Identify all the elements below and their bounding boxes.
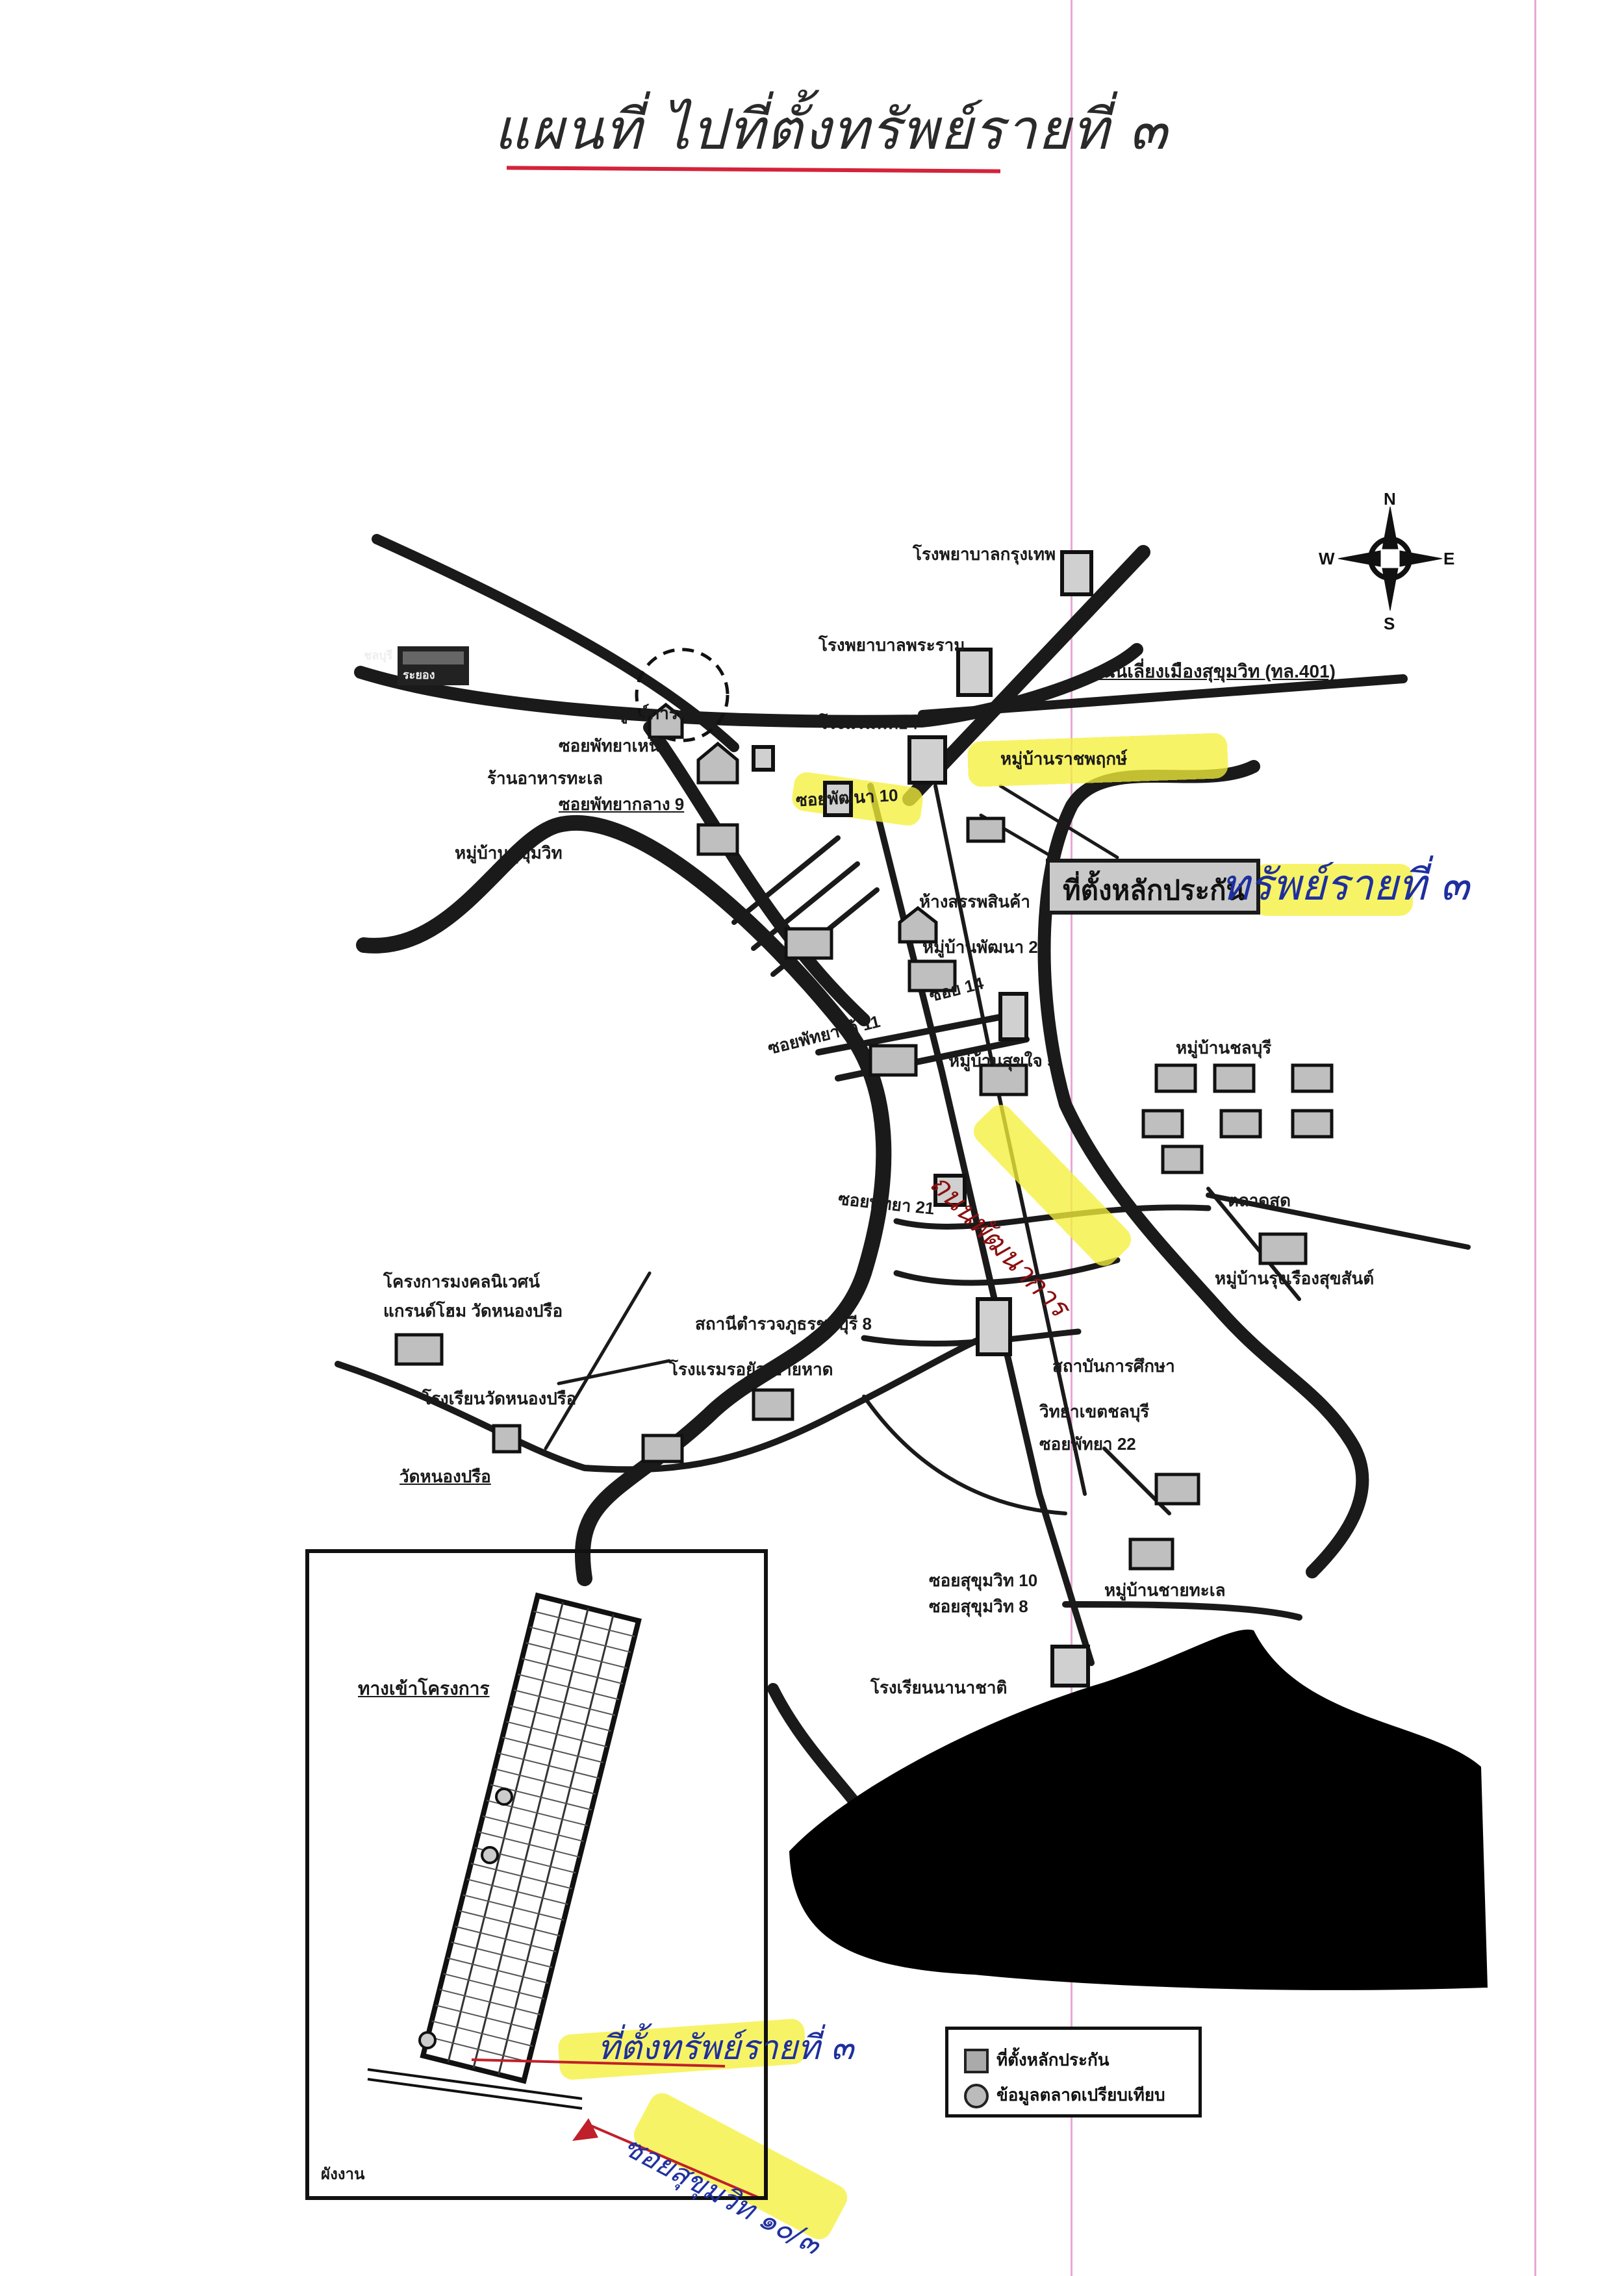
handwritten-inset-location: ที่ตั้งทรัพย์รายที่ ๓ bbox=[598, 2029, 854, 2067]
label-soi9: ซอยพัทยากลาง 9 bbox=[559, 794, 685, 814]
label-soi-top: ซอยพัทยาเหนือ bbox=[559, 736, 671, 755]
sea bbox=[789, 1629, 1488, 1990]
label-restaurant: ร้านอาหารทะเล bbox=[487, 768, 603, 788]
label-village3: หมู่บ้านพัฒนา 2 bbox=[922, 937, 1038, 957]
compass-icon bbox=[1338, 506, 1443, 611]
label-school: โรงเรียนวัดหนองปรือ bbox=[422, 1389, 577, 1408]
inset-note: ผังงาน bbox=[321, 2166, 365, 2183]
label-university: สถาบันการศึกษา bbox=[1052, 1356, 1175, 1376]
label-soi10: ซอยพัฒนา 10 bbox=[795, 785, 899, 811]
compass-rose: N S W E bbox=[1319, 484, 1455, 633]
label-hotel-top: โรงแรมพัทยา bbox=[818, 713, 918, 733]
label-village-wall: ศูนย์การค้า bbox=[617, 703, 699, 723]
label-project: โครงการมงคลนิเวศน์ bbox=[383, 1272, 540, 1291]
label-temple: วัดหนองปรือ bbox=[400, 1467, 491, 1486]
label-mall: ห้างสรรพสินค้า bbox=[919, 892, 1031, 911]
margin-line bbox=[1071, 0, 1072, 2276]
margin-line-right bbox=[1534, 0, 1536, 2276]
site-plan-lots bbox=[367, 1592, 759, 2196]
inset-title: ทางเข้าโครงการ bbox=[358, 1678, 490, 1699]
handwritten-property-3: ทรัพย์รายที่ ๓ bbox=[1221, 860, 1469, 910]
label-hospital1: โรงพยาบาลกรุงเทพ bbox=[913, 544, 1056, 564]
label-highway-401: ถนนเลี่ยงเมืองสุขุมวิท (ทล.401) bbox=[1091, 661, 1336, 681]
label-soi-bottom2: ซอยสุขุมวิท 8 bbox=[929, 1597, 1028, 1616]
sign-rayong: ระยอง bbox=[403, 668, 435, 681]
legend-item-collateral: ที่ตั้งหลักประกัน bbox=[964, 2047, 1109, 2074]
label-village-bottom: หมู่บ้านชายทะเล bbox=[1104, 1580, 1226, 1600]
collateral-location-box: ที่ตั้งหลักประกัน bbox=[1046, 859, 1260, 915]
label-hospital2: โรงพยาบาลพระราม bbox=[818, 635, 965, 655]
square-marker-icon bbox=[964, 2049, 989, 2074]
circle-marker-icon bbox=[964, 2084, 989, 2109]
map-legend: ที่ตั้งหลักประกัน ข้อมูลตลาดเปรียบเทียบ bbox=[945, 2027, 1202, 2118]
label-school-bottom: โรงเรียนนานาชาติ bbox=[870, 1678, 1008, 1697]
label-hotel: โรงแรมรอยัล ชายหาด bbox=[669, 1359, 833, 1379]
legend-item-comparison: ข้อมูลตลาดเปรียบเทียบ bbox=[964, 2082, 1165, 2109]
label-village4: หมู่บ้านสุขใจ 5 bbox=[948, 1051, 1057, 1070]
label-village6: หมู่บ้านรุ่งเรืองสุขสันต์ bbox=[1215, 1269, 1375, 1288]
label-soi-bottom1: ซอยสุขุมวิท 10 bbox=[929, 1571, 1038, 1590]
label-police: สถานีตำรวจภูธรชลบุรี 8 bbox=[695, 1314, 872, 1334]
label-village-top: หมู่บ้านราชพฤกษ์ bbox=[1000, 749, 1128, 768]
label-soi22: ซอยพัทยา 22 bbox=[1039, 1434, 1136, 1454]
label-campus: วิทยาเขตชลบุรี bbox=[1039, 1402, 1150, 1421]
label-village5: หมู่บ้านชลบุรี bbox=[1176, 1038, 1272, 1057]
sign-chonburi: ชลบุรี bbox=[364, 649, 393, 662]
highway-401 bbox=[354, 643, 1143, 728]
page-title: แผนที่ ไปที่ตั้งทรัพย์รายที่ ๓ bbox=[494, 97, 1169, 162]
label-village2: หมู่บ้านสุขุมวิท bbox=[455, 843, 563, 863]
label-market: ตลาดสด bbox=[1228, 1191, 1291, 1210]
label-grand-home: แกรนด์โฮม วัดหนองปรือ bbox=[383, 1301, 563, 1321]
inset-site-plan: ทางเข้าโครงการ bbox=[305, 1549, 768, 2200]
